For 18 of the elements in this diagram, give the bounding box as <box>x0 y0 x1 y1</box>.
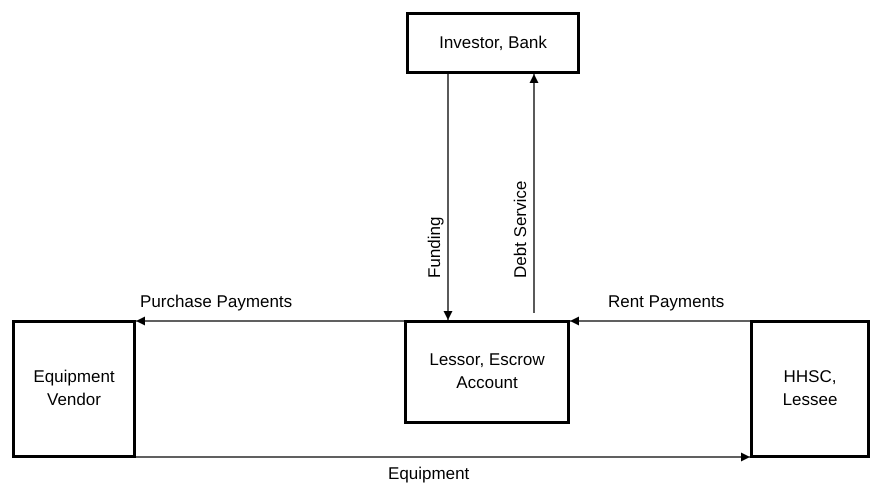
arrow <box>530 74 538 313</box>
edge-label: Debt Service <box>512 180 529 278</box>
edge-label: Equipment <box>388 465 470 482</box>
edge-label: Purchase Payments <box>140 293 292 310</box>
entity-name: HHSC, Lessee <box>782 366 838 411</box>
entity-box <box>12 320 136 458</box>
entity-name: Equipment Vendor <box>32 366 116 411</box>
entity-box <box>750 320 870 458</box>
entity-name: Investor, Bank <box>439 32 547 54</box>
edge-label: Funding <box>426 216 443 278</box>
arrow <box>136 316 404 326</box>
entity-box <box>406 12 580 74</box>
arrow <box>570 316 750 326</box>
entity-name: Lessor, Escrow Account <box>428 349 546 394</box>
arrow <box>136 452 750 462</box>
arrow <box>444 74 452 320</box>
entity-box <box>404 320 570 424</box>
edge-label: Rent Payments <box>608 293 724 310</box>
